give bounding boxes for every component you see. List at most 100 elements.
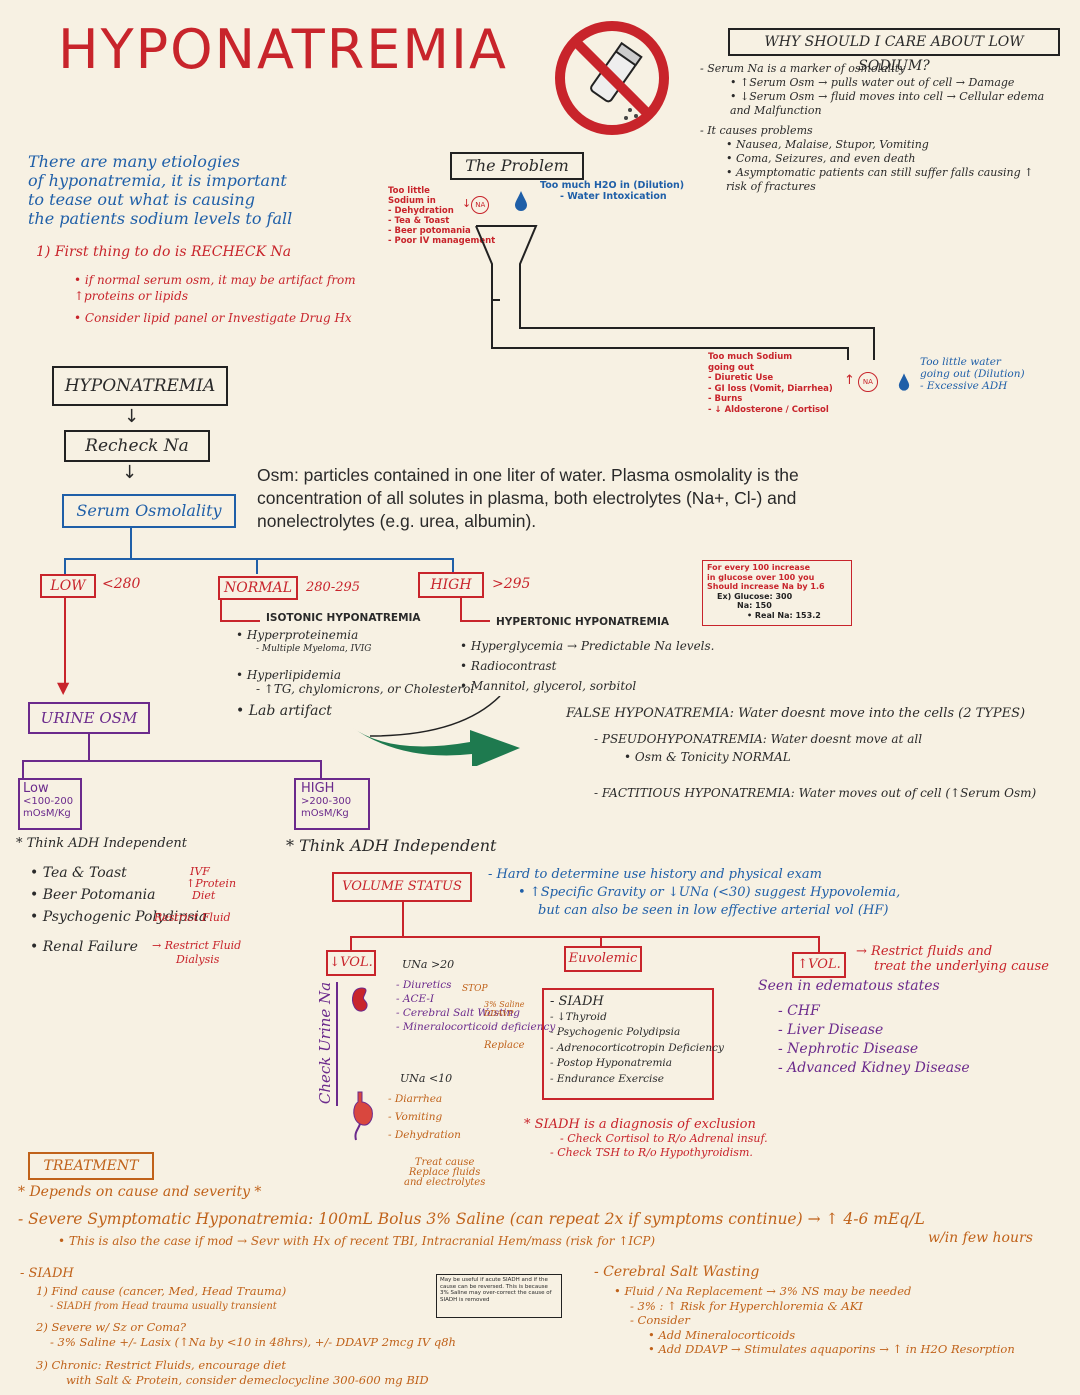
text: Na: 150 xyxy=(737,601,772,610)
kidney-icon xyxy=(350,986,372,1018)
list-item: • Osm & Tonicity NORMAL xyxy=(624,750,791,764)
high-box: HIGH xyxy=(418,572,484,598)
why-line: - Serum Na is a marker of osmolality xyxy=(700,62,906,75)
list-item: - Postop Hyponatremia xyxy=(550,1057,673,1069)
osm-definition: Osm: particles contained in one liter of… xyxy=(257,465,799,531)
edematous-list: - CHF - Liver Disease - Nephrotic Diseas… xyxy=(778,1002,970,1078)
list-item: • Fluid / Na Replacement → 3% NS may be … xyxy=(614,1284,912,1298)
text: - Excessive ADH xyxy=(920,380,1008,392)
una-low-label: UNa <10 xyxy=(400,1072,453,1085)
list-item: - Cerebral Salt Wasting xyxy=(396,1007,521,1019)
high-vol-label: ↑VOL. xyxy=(797,957,841,972)
branch-line xyxy=(22,760,322,762)
why-heading: WHY SHOULD I CARE ABOUT LOW SODIUM? xyxy=(764,34,1024,74)
text: HIGH xyxy=(301,781,335,796)
treatment-siadh-list: 1) Find cause (cancer, Med, Head Trauma)… xyxy=(36,1284,456,1388)
recheck-box: Recheck Na xyxy=(64,430,210,462)
list-item: - Vomiting xyxy=(388,1111,443,1123)
text: IVF xyxy=(190,865,210,878)
branch-line xyxy=(256,558,258,574)
why-line: • Nausea, Malaise, Stupor, Vomiting xyxy=(726,138,929,151)
false-list: - PSEUDOHYPONATREMIA: Water doesnt move … xyxy=(594,730,1036,802)
list-item: - 3% : ↑ Risk for Hyperchloremia & AKI xyxy=(630,1298,863,1313)
green-arrow-icon xyxy=(350,695,560,770)
urine-low-box: Low <100-200 mOsM/Kg xyxy=(18,778,82,830)
low-vol-label: ↓VOL. xyxy=(329,955,373,970)
text: in glucose over 100 you xyxy=(707,572,815,582)
text: mOsM/Kg xyxy=(23,808,71,819)
text: <100-200 xyxy=(23,796,74,807)
water-drop-icon xyxy=(514,190,528,216)
list-item: - Consider xyxy=(630,1313,690,1327)
list-item: - Advanced Kidney Disease xyxy=(778,1060,970,1076)
high-vol-treat: → Restrict fluids and treat the underlyi… xyxy=(856,944,1049,974)
text: ↑Protein xyxy=(186,877,237,890)
list-item: - Adrenocorticotropin Deficiency xyxy=(550,1041,724,1054)
text: - Hard to determine use history and phys… xyxy=(488,867,822,882)
list-item: with Salt & Protein, consider demeclocyc… xyxy=(66,1373,429,1387)
text: • ↑Specific Gravity or ↓UNa (<30) sugges… xyxy=(518,885,901,900)
text: • Real Na: 153.2 xyxy=(747,610,821,620)
treatment-severe-sub: • This is also the case if mod → Sevr wi… xyxy=(58,1234,656,1248)
list-item: • Tea & Toast xyxy=(30,865,127,881)
low-vol-box: ↓VOL. xyxy=(326,950,376,976)
serum-osm-box: Serum Osmolality xyxy=(62,494,236,528)
list-item: - Diarrhea xyxy=(388,1093,443,1105)
serum-osm-label: Serum Osmolality xyxy=(76,501,222,520)
list-item: - Endurance Exercise xyxy=(550,1072,664,1085)
una-high-note-stop: STOP xyxy=(462,984,488,994)
treatment-box: TREATMENT xyxy=(28,1152,154,1180)
too-much-na-out: Too much Sodium going out - Diuretic Use… xyxy=(708,352,833,415)
too-little-water-out: Too little water going out (Dilution) - … xyxy=(920,356,1025,392)
isotonic-list: • Hyperproteinemia - Multiple Myeloma, I… xyxy=(236,628,474,718)
list-item: - FACTITIOUS HYPONATREMIA: Water moves o… xyxy=(594,786,1037,800)
false-title: FALSE HYPONATREMIA: Water doesnt move in… xyxy=(566,706,1026,721)
text: Sodium in xyxy=(388,196,436,206)
text: - Check TSH to R/o Hypothyroidism. xyxy=(550,1146,753,1159)
text: * SIADH is a diagnosis of exclusion xyxy=(524,1117,756,1132)
hypertonic-list: • Hyperglycemia → Predictable Na levels.… xyxy=(460,636,715,696)
glucose-note-box: For every 100 increase in glucose over 1… xyxy=(702,560,852,626)
low-box: LOW xyxy=(40,574,96,598)
treatment-csw-title: - Cerebral Salt Wasting xyxy=(594,1264,760,1280)
euvolemic-label: Euvolemic xyxy=(568,951,638,966)
why-line: • Asymptomatic patients can still suffer… xyxy=(726,166,1034,193)
high-label: HIGH xyxy=(430,577,472,593)
list-item: • Hyperglycemia → Predictable Na levels. xyxy=(460,636,715,656)
euvolemic-box: Euvolemic xyxy=(564,946,642,972)
list-item: 1) Find cause (cancer, Med, Head Trauma) xyxy=(36,1284,287,1298)
siadh-box: - SIADH - ↓Thyroid - Psychogenic Polydip… xyxy=(542,988,724,1100)
low-label: LOW xyxy=(50,578,86,594)
siadh-note: * SIADH is a diagnosis of exclusion - Ch… xyxy=(524,1118,768,1160)
branch-line xyxy=(22,760,24,778)
list-item: • Psychogenic Polydipsia xyxy=(30,909,208,925)
bracket-line xyxy=(220,620,260,622)
branch-line xyxy=(88,734,90,760)
list-item: - Diuretics xyxy=(396,979,452,991)
branch-line xyxy=(402,902,404,936)
high-vol-box: ↑VOL. xyxy=(792,952,846,978)
intro-text: There are many etiologies of hyponatremi… xyxy=(28,152,292,228)
why-line: - It causes problems xyxy=(700,124,813,137)
isotonic-title: ISOTONIC HYPONATREMIA xyxy=(266,612,421,624)
bracket-line xyxy=(460,620,490,622)
intro-line: to tease out what is causing xyxy=(28,190,255,209)
normal-range: 280-295 xyxy=(306,580,361,595)
branch-line xyxy=(130,528,132,558)
list-item: • Add Mineralocorticoids xyxy=(648,1327,796,1342)
hyponatremia-label: HYPONATREMIA xyxy=(64,376,216,396)
na-down-badge: ↓NA xyxy=(462,196,490,214)
branch-line xyxy=(64,558,454,560)
page-title: HYPONATREMIA xyxy=(58,18,508,81)
hyponatremia-box: HYPONATREMIA xyxy=(52,366,228,406)
branch-line xyxy=(350,936,820,938)
list-item: • Hyperproteinemia xyxy=(236,628,359,642)
list-item: - ↑TG, chylomicrons, or Cholesterol xyxy=(256,682,475,696)
intro-step1: 1) First thing to do is RECHECK Na xyxy=(36,244,292,260)
list-item: - SIADH from Head trauma usually transie… xyxy=(50,1301,277,1312)
text: - Dehydration xyxy=(388,206,454,216)
list-item: - PSEUDOHYPONATREMIA: Water doesnt move … xyxy=(594,732,923,746)
why-line: • Coma, Seizures, and even death xyxy=(726,152,916,165)
list-item: • Radiocontrast xyxy=(460,659,557,673)
urine-osm-label: URINE OSM xyxy=(40,709,138,727)
